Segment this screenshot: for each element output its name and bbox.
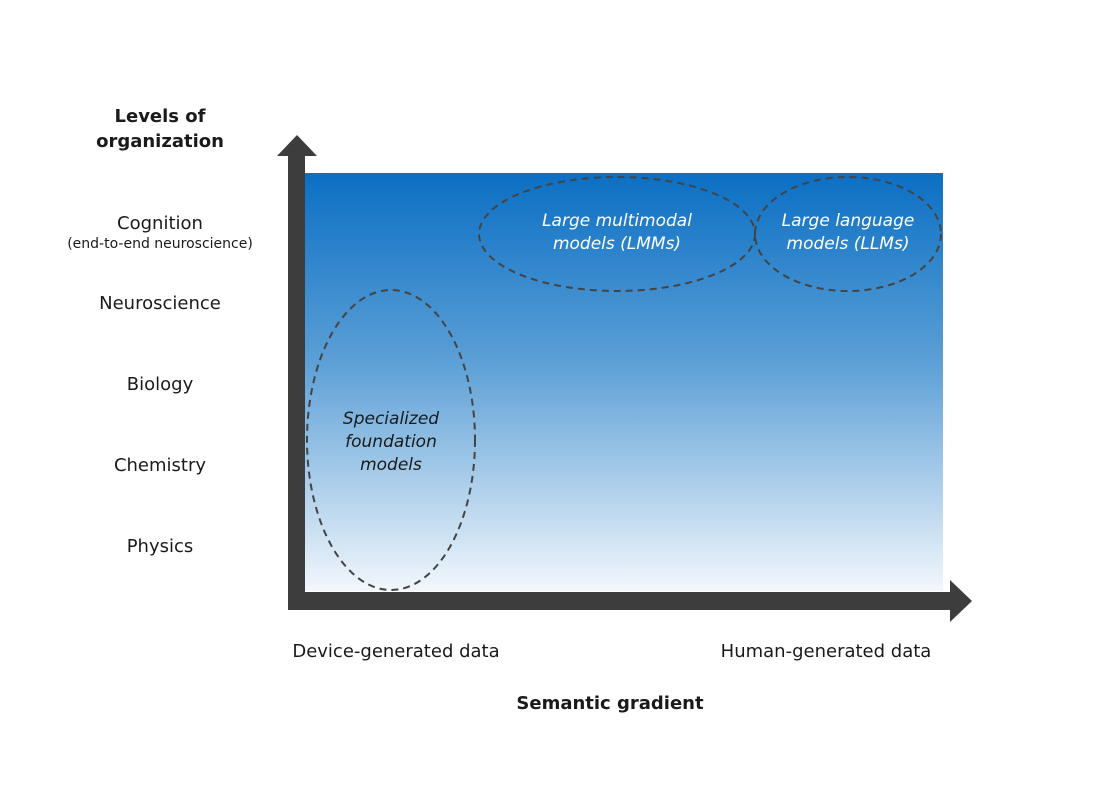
level-label-cognition-sub: (end-to-end neuroscience) <box>67 236 253 252</box>
y-axis-title-line-1: Levels of <box>114 106 206 127</box>
y-axis-bar <box>288 150 305 610</box>
level-label-chemistry: Chemistry <box>113 455 207 476</box>
level-label-biology: Biology <box>126 374 194 395</box>
llm-region-label-line-1: Large language <box>781 211 915 231</box>
specialized-region-label: Specialized foundation models <box>315 408 467 477</box>
specialized-region-label-line-2: foundation <box>345 432 437 452</box>
lmm-region-label-line-1: Large multimodal <box>542 211 692 231</box>
specialized-region-label-line-1: Specialized <box>342 409 440 429</box>
x-axis-left-label: Device-generated data <box>292 641 500 662</box>
llm-region-label-line-2: models (LLMs) <box>786 234 910 254</box>
x-axis-right-label: Human-generated data <box>720 641 932 662</box>
model-regions <box>306 176 942 591</box>
level-label-physics: Physics <box>126 536 194 557</box>
y-axis-title-line-2: organization <box>96 131 224 152</box>
lmm-region-label-line-2: models (LMMs) <box>552 234 682 254</box>
llm-region-outline <box>754 176 942 292</box>
x-axis-bar <box>288 592 953 610</box>
gradient-plot-area <box>300 173 943 591</box>
axes <box>277 135 972 622</box>
y-axis-title: Levels of organization <box>90 104 230 154</box>
specialized-region-outline <box>306 289 476 591</box>
level-label-neuroscience: Neuroscience <box>99 293 221 314</box>
x-axis-title: Semantic gradient <box>516 693 704 714</box>
lmm-region-label: Large multimodal models (LMMs) <box>497 210 737 256</box>
level-label-cognition-name: Cognition <box>117 213 203 234</box>
y-axis-arrowhead <box>277 135 317 156</box>
x-axis-arrowhead <box>950 580 972 622</box>
lmm-region-outline <box>478 176 756 292</box>
specialized-region-label-line-3: models <box>360 455 422 475</box>
level-label-cognition: Cognition (end-to-end neuroscience) <box>40 213 280 252</box>
llm-region-label: Large language models (LLMs) <box>760 210 936 256</box>
